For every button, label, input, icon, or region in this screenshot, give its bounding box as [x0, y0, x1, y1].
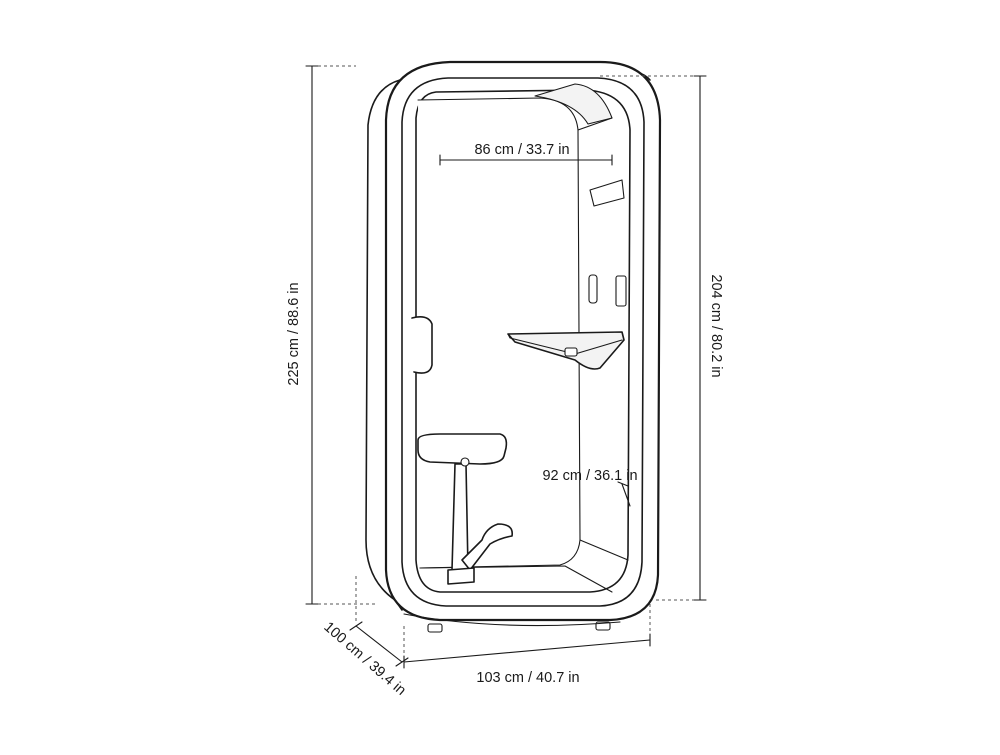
label-depth: 100 cm / 39.4 in — [320, 619, 408, 699]
stool-base — [447, 567, 475, 585]
stool-column — [451, 463, 469, 571]
dim-depth-line — [355, 625, 403, 663]
dim-depth-tick-top — [349, 621, 363, 631]
stool-seat — [417, 433, 508, 465]
foot-left — [427, 623, 443, 633]
door-handle — [411, 316, 433, 374]
side-wall-edge — [577, 117, 629, 561]
desk-edge — [507, 333, 623, 355]
label-desk-height: 92 cm / 36.1 in — [542, 468, 637, 484]
stool-knob — [460, 457, 470, 467]
label-total-height: 225 cm / 88.6 in — [286, 282, 302, 385]
dim-total-width-line — [403, 639, 651, 663]
dim-depth-tick-bottom — [395, 657, 409, 667]
control-switch — [588, 274, 598, 304]
label-interior-width: 86 cm / 33.7 in — [474, 142, 569, 158]
dim-desk-height-tick — [617, 481, 629, 487]
label-total-width: 103 cm / 40.7 in — [476, 670, 579, 686]
power-outlet — [615, 275, 627, 307]
dim-desk-height-line — [621, 483, 631, 507]
base-line — [403, 613, 621, 627]
desk-socket — [564, 347, 578, 357]
vent-panel — [589, 179, 625, 207]
label-interior-height: 204 cm / 80.2 in — [708, 274, 724, 377]
stool-footrest — [461, 523, 514, 571]
